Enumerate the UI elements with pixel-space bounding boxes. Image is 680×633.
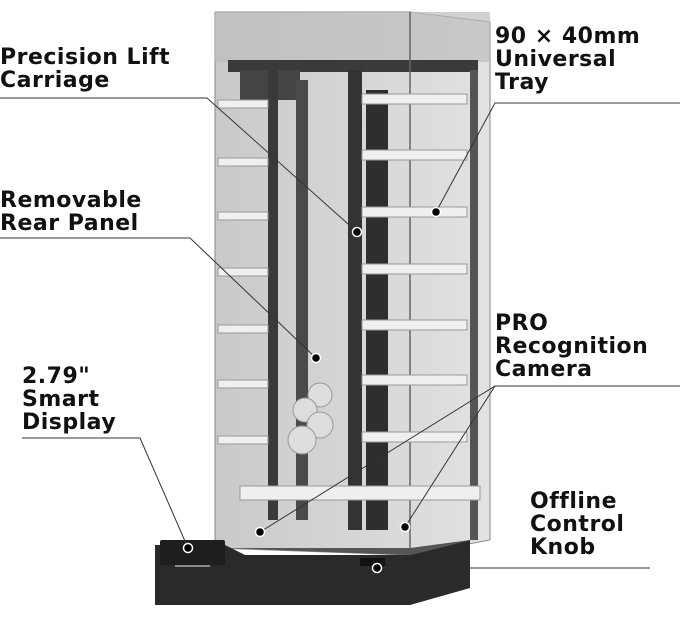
base-unit <box>155 540 470 605</box>
label-line: Control <box>530 512 625 537</box>
dot-camera-right <box>399 521 411 533</box>
dot-control-knob <box>371 562 383 574</box>
smart-display-screen <box>160 540 225 565</box>
dot-smart-display <box>182 542 194 554</box>
control-knob <box>360 558 385 566</box>
label-line: Removable <box>0 188 142 213</box>
lift-column-left <box>268 70 278 520</box>
label-line: Precision Lift <box>0 45 171 70</box>
lift-column-center <box>348 70 362 530</box>
dot-lift-carriage <box>351 226 363 238</box>
label-line: Recognition <box>495 334 649 359</box>
label-line: Display <box>22 410 117 435</box>
label-line: Tray <box>495 70 549 95</box>
label-line: Rear Panel <box>0 211 139 236</box>
dot-universal-tray <box>430 206 442 218</box>
label-line: 2.79" <box>22 364 91 389</box>
label-line: Offline <box>530 489 618 514</box>
tray-shelves <box>217 93 481 501</box>
label-line: Carriage <box>0 68 110 93</box>
callout-dots <box>182 206 442 574</box>
tower-enclosure <box>214 11 491 556</box>
leader-lines <box>0 97 680 569</box>
dot-camera-left <box>254 526 266 538</box>
label-line: Smart <box>22 387 100 412</box>
label-line: Knob <box>530 535 596 560</box>
dot-rear-panel <box>310 352 322 364</box>
label-line: PRO <box>495 311 549 336</box>
label-line: 90 × 40mm <box>495 24 641 49</box>
label-line: Camera <box>495 357 593 382</box>
label-line: Universal <box>495 47 617 72</box>
